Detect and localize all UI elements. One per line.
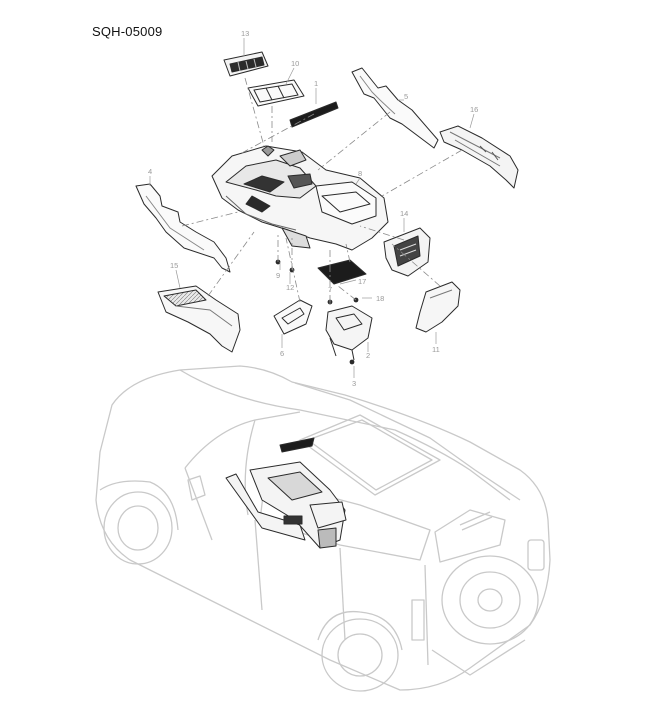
callout-13: 13 — [241, 29, 249, 38]
part-2-mount — [325, 305, 373, 361]
callout-17: 17 — [358, 277, 366, 286]
part-10-tray — [247, 79, 305, 107]
callout-16: 16 — [470, 105, 478, 114]
callout-15: 15 — [170, 261, 178, 270]
part-5-trim-rail — [351, 67, 439, 149]
callout-9: 9 — [276, 271, 280, 280]
callout-8: 8 — [358, 169, 362, 178]
callout-5: 5 — [404, 92, 408, 101]
callout-14: 14 — [400, 209, 408, 218]
callout-2: 2 — [366, 351, 370, 360]
part-11-rear-panel — [415, 281, 461, 333]
callout-11: 11 — [432, 345, 440, 354]
part-14-rear-vent — [383, 227, 431, 277]
callout-12: 12 — [286, 283, 294, 292]
part-8-main-console — [211, 145, 389, 251]
callout-18: 18 — [376, 294, 384, 303]
part-4-side-trim — [135, 183, 231, 273]
diagram-code: SQH-05009 — [92, 24, 163, 39]
part-16-side-panel — [439, 125, 519, 189]
callout-7: 7 — [328, 285, 332, 294]
callout-10: 10 — [291, 59, 299, 68]
callout-1: 1 — [314, 79, 318, 88]
callouts: 13 10 1 5 16 8 4 14 15 9 12 7 17 18 6 2 … — [148, 29, 478, 388]
part-13-vent — [223, 51, 269, 77]
part-15-pocket — [157, 285, 241, 353]
callout-4: 4 — [148, 167, 152, 176]
label-leaders — [149, 38, 475, 378]
callout-3: 3 — [352, 379, 356, 388]
installed-console-highlight — [225, 437, 347, 549]
leader-lines — [181, 77, 463, 303]
part-6-bracket — [273, 299, 313, 335]
callout-6: 6 — [280, 349, 284, 358]
vehicle-silhouette — [95, 365, 551, 692]
part-1-mat — [289, 101, 339, 128]
